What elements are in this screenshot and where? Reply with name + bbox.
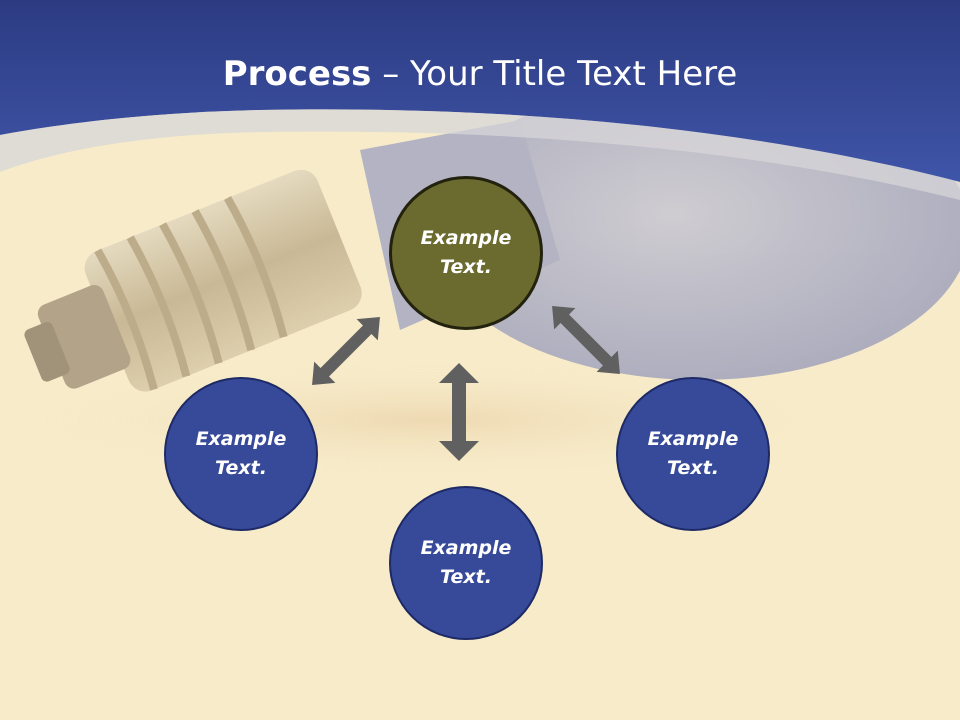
process-node-bottom: Example Text.	[389, 486, 543, 640]
title-rest: – Your Title Text Here	[371, 54, 738, 94]
node-label: Example Text.	[647, 428, 739, 479]
process-node-right: Example Text.	[616, 377, 770, 531]
slide-title: Process – Your Title Text Here	[0, 52, 960, 96]
process-node-left: Example Text.	[164, 377, 318, 531]
node-label: Example Text.	[420, 227, 512, 278]
node-label: Example Text.	[420, 537, 512, 588]
title-bold: Process	[222, 54, 372, 94]
node-label: Example Text.	[195, 428, 287, 479]
process-node-top: Example Text.	[389, 176, 543, 330]
